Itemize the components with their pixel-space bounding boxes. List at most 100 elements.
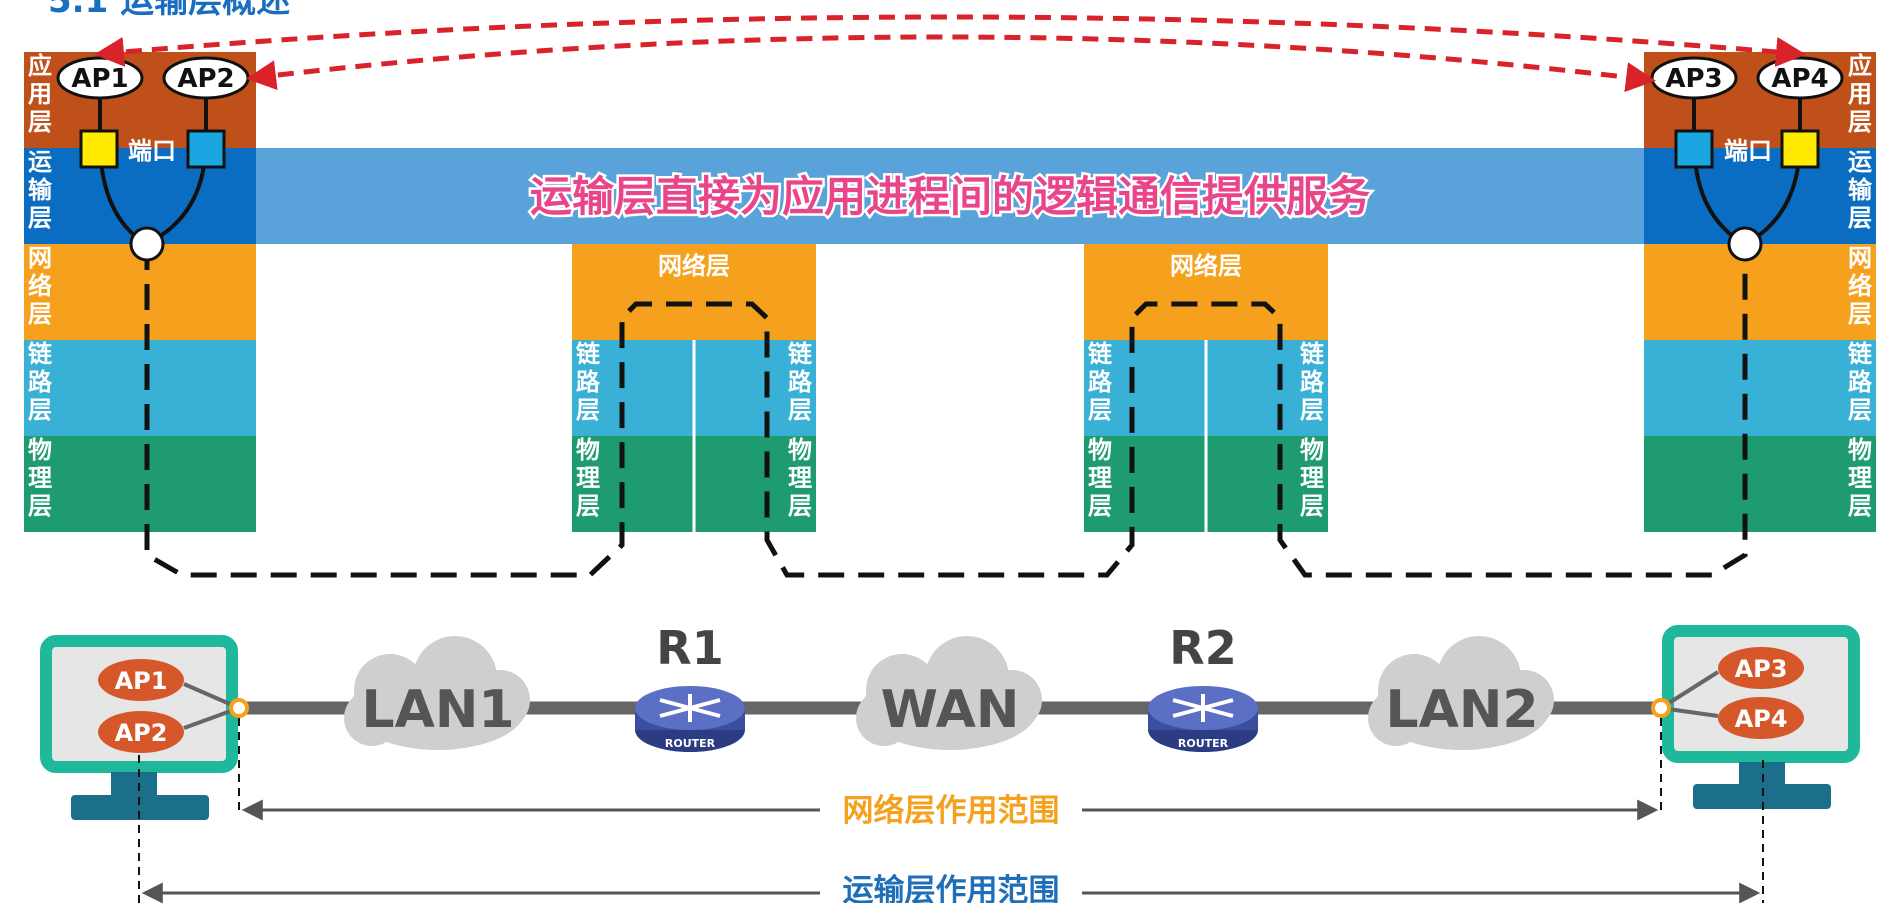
link-layer-band [1644,340,1876,436]
ap2-host-oval [98,711,184,753]
transport-socket-node [1727,226,1763,262]
cloud-lan2: LAN2 [1368,636,1554,750]
router-r2-name: R2 [1169,621,1236,675]
router-r1-stack: 网络层 链 路 层 物 理 层 链 路 层 物 理 层 [572,244,816,532]
layer-label: 链 [1088,340,1113,368]
layer-label: 层 [1848,300,1872,328]
layer-label: 物 [1300,436,1324,464]
layer-label: 理 [1300,464,1324,492]
layer-label: 运 [1848,148,1872,176]
layer-label: 输 [1848,176,1873,204]
router-physical-layer-left [1084,436,1205,532]
port-square-yellow [79,129,119,169]
layer-label: 应 [28,52,52,80]
router-link-layer-right [1207,340,1328,436]
router-network-label: 网络层 [658,252,730,280]
port-node-right [1651,698,1671,718]
layer-label: 链 [28,340,53,368]
page-title: 5.1 运输层概述 [48,0,290,21]
router-link-layer-left [572,340,693,436]
layer-label: 层 [28,300,52,328]
host-left-stack: 应 用 层 运 输 层 网 络 层 链 路 层 物 理 层 [24,52,256,532]
layer-label: 层 [1848,396,1872,424]
router-r2: R2 ROUTER [1148,621,1258,752]
layer-label: 层 [576,396,600,424]
router-r2-stack: 网络层 链 路 层 物 理 层 链 路 层 物 理 层 [1084,244,1328,532]
layer-label: 层 [28,108,52,136]
ap1-label: AP1 [71,64,128,94]
layer-label: 理 [576,464,600,492]
physical-layer-band [1644,436,1876,532]
layer-label: 层 [28,492,52,520]
router-network-layer [1084,244,1328,340]
router-link-layer-right [695,340,816,436]
layer-label: 路 [1088,368,1113,396]
router-network-layer [572,244,816,340]
layer-label: 层 [1848,108,1872,136]
layer-label: 路 [788,368,813,396]
right-host-processes: AP3 AP4 端口 [1650,56,1844,262]
monitor-stand-right [1693,784,1831,809]
layer-label: 理 [1088,464,1112,492]
ap2-host-label: AP2 [115,719,168,747]
network-layer-band [1644,244,1876,340]
layer-label: 链 [1300,340,1325,368]
layer-label: 网 [1848,244,1872,272]
ap4-host-label: AP4 [1735,705,1788,733]
layer-label: 路 [1300,368,1325,396]
layer-label: 链 [788,340,813,368]
layer-label: 路 [576,368,601,396]
router-link-layer-left [1084,340,1205,436]
layer-label: 理 [788,464,812,492]
monitor-right [1662,625,1860,763]
ap3-host-label: AP3 [1735,655,1788,683]
host-computer-left: AP1 AP2 [40,635,249,820]
router-r1-tag: ROUTER [665,737,716,750]
monitor-stand-left [71,795,209,820]
layer-label: 理 [28,464,52,492]
router-network-label: 网络层 [1170,252,1242,280]
host-computer-right: AP3 AP4 [1651,625,1860,809]
ap3-host-oval [1718,647,1804,689]
cloud-wan-label: WAN [881,680,1020,740]
transport-service-banner: 运输层直接为应用进程间的逻辑通信提供服务 [530,172,1370,221]
router-physical-layer-right [695,436,816,532]
layer-label: 链 [576,340,601,368]
layer-label: 物 [788,436,812,464]
transport-service-band [256,148,1644,244]
layer-label: 层 [28,204,52,232]
router-r1: R1 ROUTER [635,621,745,752]
layer-label: 用 [1848,80,1872,108]
port-label: 端口 [1724,137,1772,165]
link-layer-band [24,340,256,436]
layer-label: 层 [788,396,812,424]
layer-label: 输 [28,176,53,204]
layer-label: 层 [28,396,52,424]
layer-label: 路 [1848,368,1873,396]
router-r1-name: R1 [656,621,723,675]
logical-link-ap1-ap4 [94,14,1806,67]
layer-label: 运 [28,148,52,176]
cloud-lan1: LAN1 [344,636,530,750]
network-scope-label: 网络层作用范围 [843,793,1060,829]
port-square-blue [1674,129,1714,169]
ap1-host-label: AP1 [115,667,168,695]
layer-label: 络 [1848,272,1872,300]
layer-label: 层 [1088,492,1112,520]
layer-label: 络 [28,272,52,300]
layer-label: 层 [1300,492,1324,520]
ap3-label: AP3 [1665,64,1722,94]
cloud-lan2-label: LAN2 [1385,680,1538,740]
layer-label: 应 [1848,52,1872,80]
ap4-host-oval [1718,697,1804,739]
port-square-yellow [1780,129,1820,169]
transport-socket-node [129,226,165,262]
layer-label: 层 [788,492,812,520]
layer-label: 物 [1848,436,1872,464]
ap1-host-oval [98,659,184,701]
transport-scope-label: 运输层作用范围 [843,873,1060,903]
port-square-blue [186,129,226,169]
cloud-lan1-label: LAN1 [361,680,514,740]
